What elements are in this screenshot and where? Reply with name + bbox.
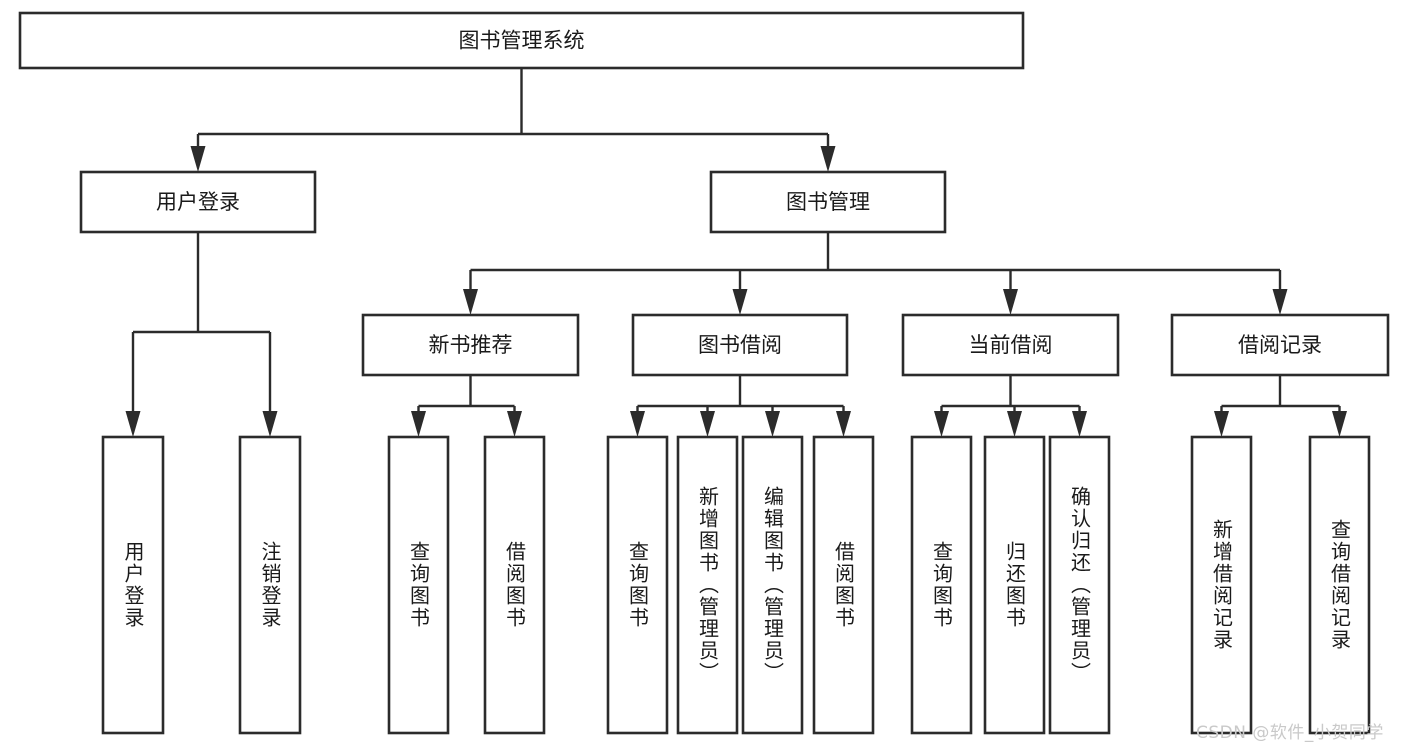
node-box-leaf-bor-1[interactable] (606, 435, 669, 735)
edge-layer (125, 68, 1347, 437)
node-box-leaf-login-2[interactable] (238, 435, 302, 735)
connector-group (463, 232, 1288, 315)
node-box-leaf-bor-4[interactable] (812, 435, 875, 735)
connector-group (125, 232, 278, 437)
connector-group (1214, 375, 1347, 437)
node-box-leaf-new-1[interactable] (387, 435, 450, 735)
node-box-leaf-cur-3[interactable] (1048, 435, 1111, 735)
node-box-layer (18, 11, 1390, 735)
node-label-records: 借阅记录 (1238, 333, 1322, 357)
node-label-root: 图书管理系统 (459, 29, 585, 53)
node-box-login[interactable] (79, 170, 317, 234)
node-box-leaf-new-2[interactable] (483, 435, 546, 735)
connector-group (190, 68, 836, 172)
node-box-bookmgmt[interactable] (709, 170, 947, 234)
node-box-leaf-rec-1[interactable] (1190, 435, 1253, 735)
node-box-leaf-bor-3[interactable] (741, 435, 804, 735)
connector-group (934, 375, 1087, 437)
node-box-borrow[interactable] (631, 313, 849, 377)
node-label-login: 用户登录 (156, 190, 240, 214)
node-box-leaf-cur-2[interactable] (983, 435, 1046, 735)
node-label-bookmgmt: 图书管理 (786, 190, 870, 214)
node-label-newbook: 新书推荐 (429, 333, 513, 357)
node-box-newbook[interactable] (361, 313, 580, 377)
node-box-current[interactable] (901, 313, 1120, 377)
csdn-watermark: CSDN @软件_小贺同学 (1196, 723, 1384, 743)
connector-group (411, 375, 522, 437)
node-box-records[interactable] (1170, 313, 1390, 377)
node-box-leaf-rec-2[interactable] (1308, 435, 1371, 735)
node-box-leaf-login-1[interactable] (101, 435, 165, 735)
node-box-leaf-bor-2[interactable] (676, 435, 739, 735)
connector-group (630, 375, 851, 437)
node-label-borrow: 图书借阅 (698, 333, 782, 357)
node-box-root[interactable] (18, 11, 1025, 70)
node-box-leaf-cur-1[interactable] (910, 435, 973, 735)
node-label-current: 当前借阅 (969, 333, 1053, 357)
